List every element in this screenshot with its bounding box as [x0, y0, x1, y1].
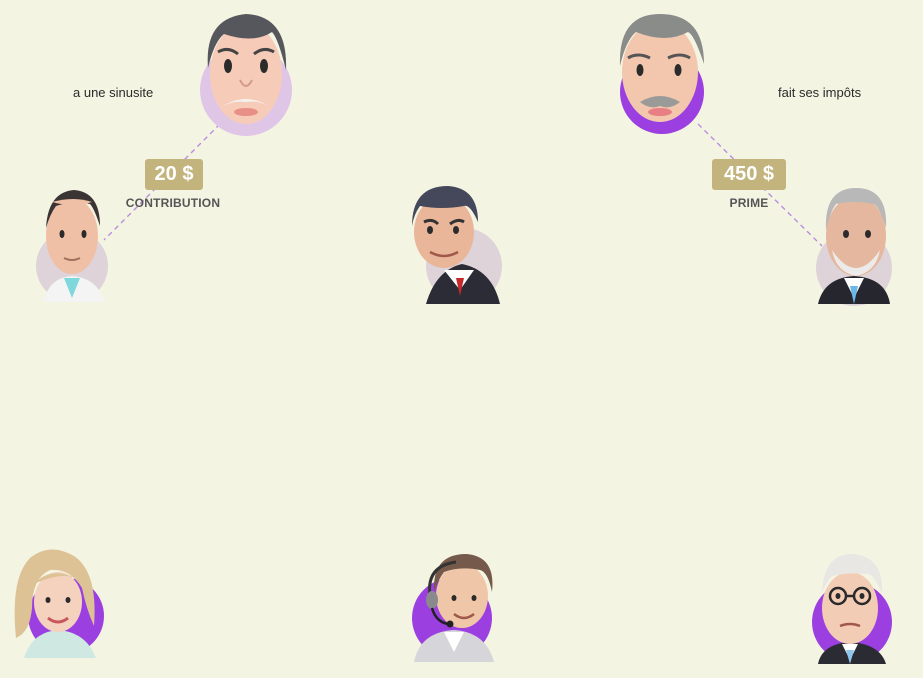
right-caption: fait ses impôts — [778, 85, 862, 100]
blonde-woman-portrait-icon — [10, 548, 106, 660]
contribution-label: CONTRIBUTION — [125, 196, 221, 210]
grey-mustached-man-portrait-icon — [610, 10, 714, 138]
bald-man-portrait-icon — [34, 188, 114, 304]
left-caption: a une sinusite — [73, 85, 154, 100]
premium-amount-badge: 450 $ — [712, 159, 786, 190]
mustached-man-portrait-icon — [194, 8, 298, 136]
elderly-man-with-glasses-portrait-icon — [810, 550, 898, 664]
right-connector-line — [697, 123, 823, 247]
headset-agent-portrait-icon — [410, 552, 498, 662]
premium-label: PRIME — [729, 196, 769, 210]
bearded-man-portrait-icon — [814, 186, 894, 306]
contribution-amount-badge: 20 $ — [145, 159, 203, 190]
man-in-suit-portrait-icon — [406, 186, 502, 304]
